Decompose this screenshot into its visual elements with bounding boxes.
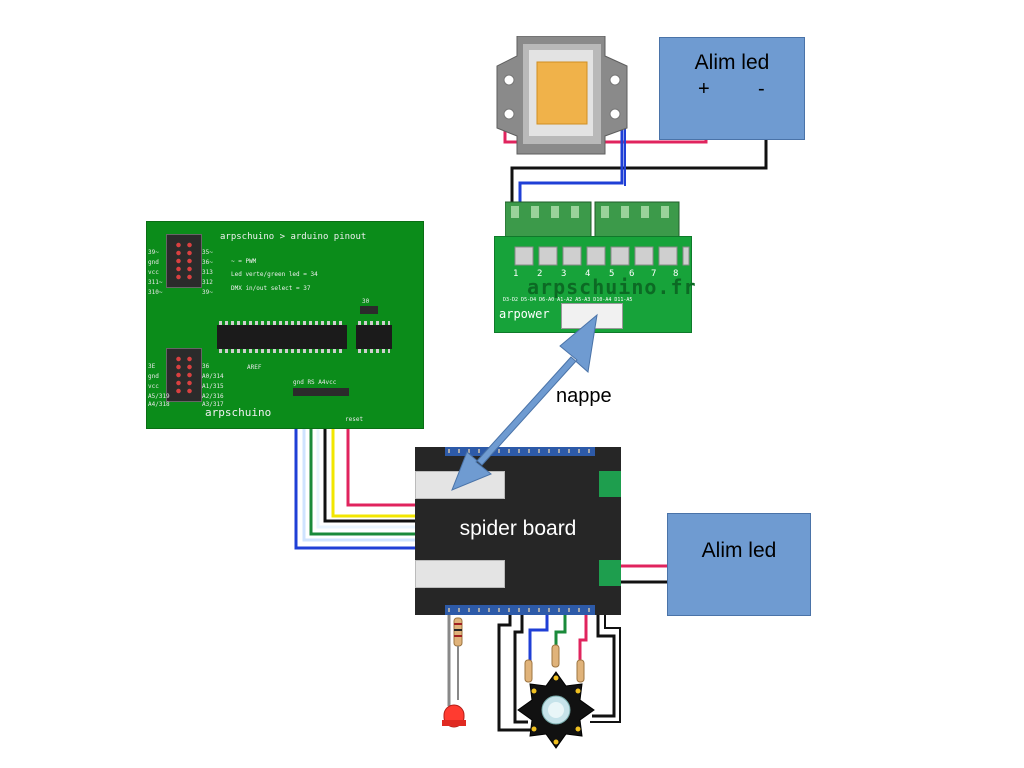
pcb-dmx-note: DMX in/out select = 37 xyxy=(231,285,311,292)
spider-board: spider board xyxy=(415,447,621,615)
pcb-pwm-note: ~ = PWM xyxy=(231,258,257,265)
pcb-bottom-header xyxy=(293,388,349,396)
aref-label: AREF xyxy=(247,364,262,371)
pin-label-tr-4: 39~ xyxy=(202,289,213,296)
power-supply-right: Alim led xyxy=(667,513,811,616)
mosfet-row xyxy=(514,246,690,266)
arpschuino-board: arpschuino > arduino pinout ~ = PWM Led … xyxy=(146,221,424,429)
bottom-header-label: gnd RS A4vcc xyxy=(293,379,337,386)
red-led xyxy=(442,704,466,728)
pcb-led-note: Led verte/green led = 34 xyxy=(231,271,318,278)
power-board-name: arpower xyxy=(499,307,550,321)
power-supply-top-label: Alim led xyxy=(694,51,770,74)
spider-terminal-top xyxy=(599,471,621,497)
jumper xyxy=(360,306,378,314)
pcb-header-bottom xyxy=(166,348,202,402)
reset-label: reset xyxy=(345,416,364,423)
channel-2: 2 xyxy=(537,269,543,279)
channel-8: 8 xyxy=(673,269,679,279)
channel-3: 3 xyxy=(561,269,567,279)
pin-label-tr-3: 312 xyxy=(202,279,213,286)
channel-6: 6 xyxy=(629,269,635,279)
jumper-label: 30 xyxy=(362,298,370,305)
pin-label-bl-3: A5/319 xyxy=(148,393,170,400)
pin-label-tl-3: 311~ xyxy=(148,279,163,286)
pin-label-tl-1: gnd xyxy=(148,259,159,266)
pin-label-br-2: A1/315 xyxy=(202,383,224,390)
plus-terminal-label: + xyxy=(698,78,710,100)
channel-5: 5 xyxy=(609,269,615,279)
pin-label-tl-2: vcc xyxy=(148,269,159,276)
spider-terminal-bottom xyxy=(599,560,621,586)
nappe-label: nappe xyxy=(556,385,612,407)
power-supply-right-label: Alim led xyxy=(701,539,777,562)
driver-chip xyxy=(356,321,392,353)
channel-4: 4 xyxy=(585,269,591,279)
spider-board-label: spider board xyxy=(459,517,577,540)
pin-label-br-1: A0/314 xyxy=(202,373,224,380)
microcontroller-chip xyxy=(217,321,347,353)
spider-pin-rows xyxy=(445,447,595,615)
minus-terminal-label: - xyxy=(758,78,765,100)
pin-label-br-4: A3/317 xyxy=(202,401,224,408)
power-board-brand: arpschuino.fr xyxy=(527,275,697,299)
resistors-rgb xyxy=(524,644,585,683)
pin-label-tr-2: 313 xyxy=(202,269,213,276)
power-led-module xyxy=(496,36,628,155)
rgb-star-led xyxy=(517,671,595,749)
pcb-title: arpschuino > arduino pinout xyxy=(220,232,367,242)
pin-label-tr-1: 36~ xyxy=(202,259,213,266)
pin-label-bl-4: A4/318 xyxy=(148,401,170,408)
pcb-brand: arpschuino xyxy=(205,406,272,419)
pin-label-tr-0: 35~ xyxy=(202,249,213,256)
pcb-header-top xyxy=(166,234,202,288)
resistor-red-led xyxy=(453,617,463,700)
pin-label-bl-1: gnd xyxy=(148,373,159,380)
pin-label-bl-2: vcc xyxy=(148,383,159,390)
pin-label-tl-4: 310~ xyxy=(148,289,163,296)
pin-label-tl-0: 39~ xyxy=(148,249,159,256)
pin-label-br-3: A2/316 xyxy=(202,393,224,400)
channel-1: 1 xyxy=(513,269,519,279)
pin-label-bl-0: 3E xyxy=(148,363,156,370)
channel-7: 7 xyxy=(651,269,657,279)
power-supply-top: Alim led + - xyxy=(659,37,805,140)
power-board-pinout: D3-D2 D5-D4 D6-A0 A1-A2 A5-A3 D10-A4 D11… xyxy=(503,297,633,303)
pin-label-br-0: 36 xyxy=(202,363,210,370)
spider-connector-bottom xyxy=(415,560,505,588)
